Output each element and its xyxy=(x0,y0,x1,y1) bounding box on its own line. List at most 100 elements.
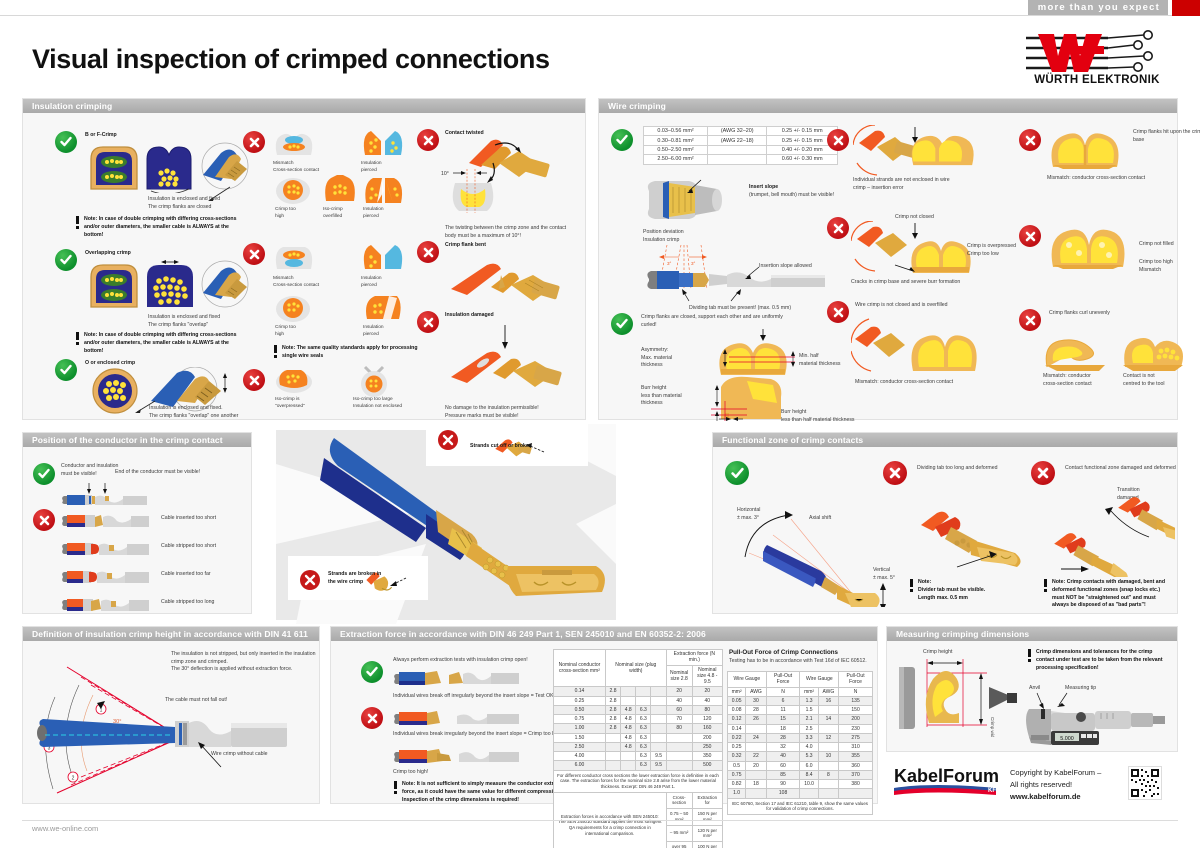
table-cell: 0.12 xyxy=(726,714,747,725)
table-cell: 60 xyxy=(665,704,693,716)
table-cell: 26 xyxy=(745,714,767,725)
table-cell: 24 xyxy=(745,732,767,744)
table-cell xyxy=(707,154,768,165)
table-cell: 0.14 xyxy=(553,686,606,697)
table-cell: 3.3 xyxy=(799,732,819,744)
table-cell: 0.25 xyxy=(726,741,747,753)
bad-mark-crimp-cracks xyxy=(827,217,849,239)
table-cell xyxy=(817,778,840,790)
table-cell: 11 xyxy=(765,704,801,716)
panel-insulation-crimp-height: Definition of insulation crimp height in… xyxy=(22,626,320,804)
table-cell: 0.30–0.81 mm² xyxy=(642,135,709,146)
table-cell: 6.00 xyxy=(553,760,606,771)
label-insulation-pierced-2: Insulation pierced xyxy=(363,207,384,219)
table-cell: 2.8 xyxy=(604,686,622,697)
diagram-strands-not-enclosed xyxy=(853,125,983,179)
table-cell: 6.3 xyxy=(635,704,652,716)
spec-table-body: 0.03–0.56 mm²(AWG 32–20)0.25 +/- 0.15 mm… xyxy=(642,125,838,165)
column-subheader: N xyxy=(838,686,873,697)
table-cell xyxy=(604,732,622,743)
diagram-dividing-tab xyxy=(907,491,1057,575)
note-crimp-dimensions: Crimp dimensions and tolerances for the … xyxy=(1027,649,1169,672)
table-cell: 2.50–6.00 mm² xyxy=(642,154,709,165)
table-cell: 6.3 xyxy=(635,750,652,762)
column-header: Cross-section xyxy=(665,791,693,810)
table-cell: 120 N per mm² xyxy=(691,824,724,842)
table-cell: 0.60 +/- 0.30 mm xyxy=(766,154,838,165)
tagline-container: more than you expect xyxy=(1027,0,1168,15)
label-cable-inserted-too-far: Cable inserted too far xyxy=(161,571,211,577)
caption-crimp-cracks: Cracks in crimp base and severe burr for… xyxy=(851,279,961,285)
table-cell: 310 xyxy=(838,741,873,753)
diagram-functional-zone-damaged xyxy=(1043,485,1175,577)
heading-contact-twisted: Contact twisted xyxy=(445,130,484,136)
diagram-extraction-crimp-too-high xyxy=(393,745,523,765)
table-cell xyxy=(650,713,667,725)
heading-overlapping-crimp: Overlapping crimp xyxy=(85,250,131,256)
qr-code[interactable] xyxy=(1128,766,1162,800)
note-single-wire-seals: Note: The same quality standards apply f… xyxy=(273,345,433,361)
table-cell: 0.32 xyxy=(726,751,747,762)
label-measuring-tip: Measuring tip xyxy=(1065,685,1097,691)
panel-title-insulation-crimping: Insulation crimping xyxy=(23,99,585,113)
table-cell: 1.00 xyxy=(553,723,606,734)
footer-url[interactable]: www.we-online.com xyxy=(32,824,99,833)
table-cell xyxy=(620,750,637,762)
diagram-cable-stripped-too-long xyxy=(61,595,151,613)
table-cell: 28 xyxy=(745,704,767,716)
table-cell: 4.00 xyxy=(553,750,606,762)
table-cell: 40 xyxy=(691,695,724,706)
label-insulation-pierced-3: Insulation pierced xyxy=(361,276,382,288)
table-cell: 90 xyxy=(765,778,801,790)
table-cell: 0.14 xyxy=(726,723,747,734)
table-cell: 370 xyxy=(838,769,873,781)
sub-flanks-curl-1: Mismatch: conductor cross-section contac… xyxy=(1043,373,1092,387)
table-cell xyxy=(650,723,667,734)
caption-crimp-too-high-mismatch: Crimp too high Mismatch xyxy=(1139,259,1173,273)
ok-mark-wire-spec xyxy=(611,129,633,151)
label-insulation-pierced-4: Insulation pierced xyxy=(363,325,384,337)
diagram-flanks-curl-2 xyxy=(1119,329,1189,373)
table-cell xyxy=(838,788,873,799)
ok-mark-functional-zone xyxy=(725,461,749,485)
copyright-url[interactable]: www.kabelforum.de xyxy=(1010,792,1081,801)
note-double-crimping-2: Note: In case of double crimping with di… xyxy=(75,332,243,355)
defect-icon-mismatch-1 xyxy=(273,127,315,159)
heading-insert-slope: Insert slope xyxy=(749,184,779,190)
heading-b-f-crimp: B or F-Crimp xyxy=(85,132,117,138)
table-cell: 0.25 +/- 0.15 mm xyxy=(766,125,838,137)
label-mismatch-1: Mismatch Cross-section contact xyxy=(273,161,320,173)
table-cell xyxy=(665,750,693,762)
diagram-insert-slope xyxy=(643,175,743,221)
defect-icon-crimp-too-high-1 xyxy=(275,175,311,205)
red-corner-block xyxy=(1172,0,1200,16)
label-wire-crimp-without-cable: Wire crimp without cable xyxy=(211,751,268,757)
label-dividing-tab: Dividing tab must be present! (max. 0.5 … xyxy=(689,305,792,311)
table-cell: 32 xyxy=(765,741,801,753)
table-cell: 20 xyxy=(665,686,693,697)
caption-wire-crimp-overfilled: Wire crimp is not closed and is overfill… xyxy=(855,302,948,308)
table-cell: (AWG 22–18) xyxy=(707,135,768,146)
wurth-elektronik-logo: WÜRTH ELEKTRONIK xyxy=(1024,26,1170,86)
heading-insulation-damaged: Insulation damaged xyxy=(445,312,494,318)
table-cell: 2.5 xyxy=(799,723,819,734)
table-cell: 20 xyxy=(745,760,767,771)
table-cell: 40 xyxy=(665,695,693,706)
label-cable-stripped-too-long: Cable stripped too long xyxy=(161,599,215,605)
table-cell: 4.8 xyxy=(620,704,637,716)
svg-text:3: 3 xyxy=(48,746,51,752)
bad-mark-insulation-damaged xyxy=(417,311,439,333)
caption-crimp-not-filled: Crimp not filled xyxy=(1139,241,1174,247)
label-iso-crimp-too-large: Iso-crimp too large Insulation not enclo… xyxy=(353,397,403,409)
